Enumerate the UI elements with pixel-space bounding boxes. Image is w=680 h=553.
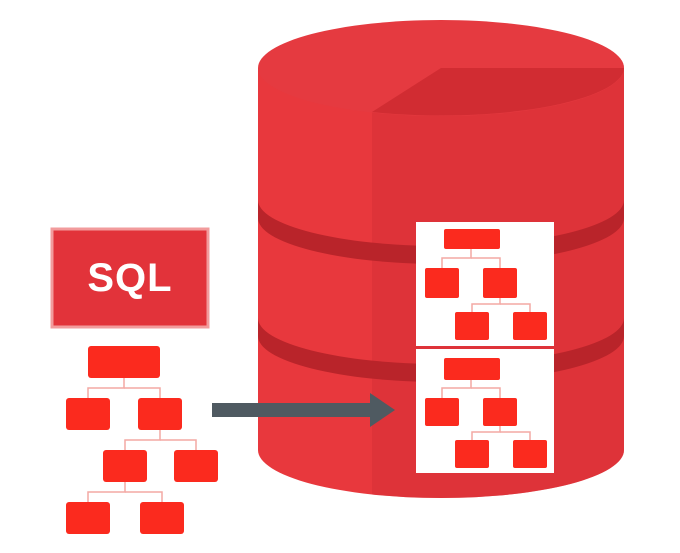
execution-plan-panel-2 <box>416 349 554 473</box>
sql-label: SQL <box>87 255 173 300</box>
plan-node <box>513 440 547 468</box>
plan-node <box>444 229 500 249</box>
plan-node <box>425 268 459 298</box>
tree-connectors <box>87 378 197 502</box>
plan-node <box>444 358 500 380</box>
sql-box <box>50 227 210 329</box>
plan-node <box>140 502 184 534</box>
tree-diagram-icon <box>441 378 531 440</box>
plan-node <box>103 450 147 482</box>
plan-node <box>455 312 489 340</box>
plan-node <box>513 312 547 340</box>
plan-node <box>88 346 160 378</box>
plan-node <box>66 398 110 430</box>
plan-node <box>174 450 218 482</box>
execution-plan-panel-1 <box>416 222 554 346</box>
plan-node <box>483 398 517 426</box>
plan-node <box>455 440 489 468</box>
right-arrow-icon <box>212 393 395 427</box>
tree-diagram-icon <box>441 248 531 312</box>
plan-node <box>483 268 517 298</box>
plan-node <box>66 502 110 534</box>
database-top-shade <box>372 68 624 116</box>
plan-node <box>138 398 182 430</box>
sql-execution-plan-tree <box>66 346 218 534</box>
plan-node <box>425 398 459 426</box>
